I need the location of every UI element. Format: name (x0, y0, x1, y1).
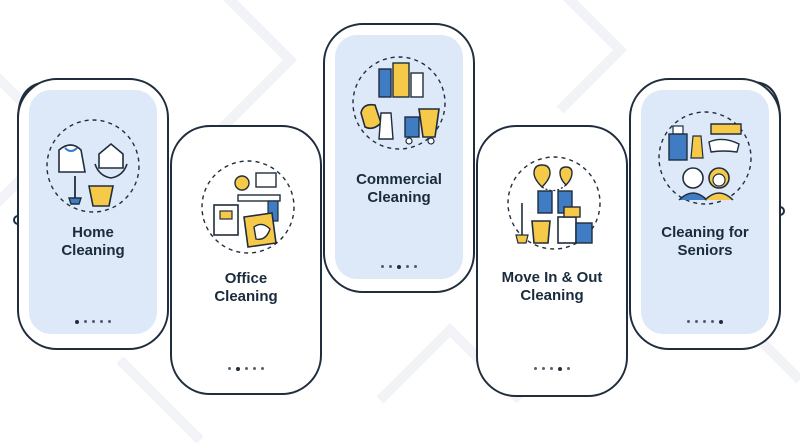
step-indicator-office (172, 367, 320, 371)
indicator-dot (534, 367, 537, 370)
indicator-dot (108, 320, 111, 323)
indicator-dot (542, 367, 545, 370)
indicator-dot (558, 367, 562, 371)
step-indicator-commercial (335, 265, 463, 269)
indicator-dot (687, 320, 690, 323)
indicator-dot (236, 367, 240, 371)
indicator-dot (397, 265, 401, 269)
indicator-dot (381, 265, 384, 268)
indicator-dot (703, 320, 706, 323)
move-cleaning-icon (507, 156, 601, 250)
commercial-cleaning-icon (352, 56, 446, 150)
indicator-dot (228, 367, 231, 370)
indicator-dot (100, 320, 103, 323)
indicator-dot (719, 320, 723, 324)
office-cleaning-icon (201, 160, 295, 254)
step-indicator-seniors (641, 320, 769, 324)
indicator-dot (253, 367, 256, 370)
indicator-dot (414, 265, 417, 268)
indicator-dot (389, 265, 392, 268)
indicator-dot (92, 320, 95, 323)
senior-cleaning-icon (658, 111, 752, 205)
home-cleaning-icon (46, 119, 140, 213)
indicator-dot (711, 320, 714, 323)
indicator-dot (406, 265, 409, 268)
indicator-dot (261, 367, 264, 370)
indicator-dot (245, 367, 248, 370)
step-indicator-home (29, 320, 157, 324)
indicator-dot (695, 320, 698, 323)
indicator-dot (567, 367, 570, 370)
step-indicator-move (478, 367, 626, 371)
indicator-dot (550, 367, 553, 370)
indicator-dot (84, 320, 87, 323)
indicator-dot (75, 320, 79, 324)
